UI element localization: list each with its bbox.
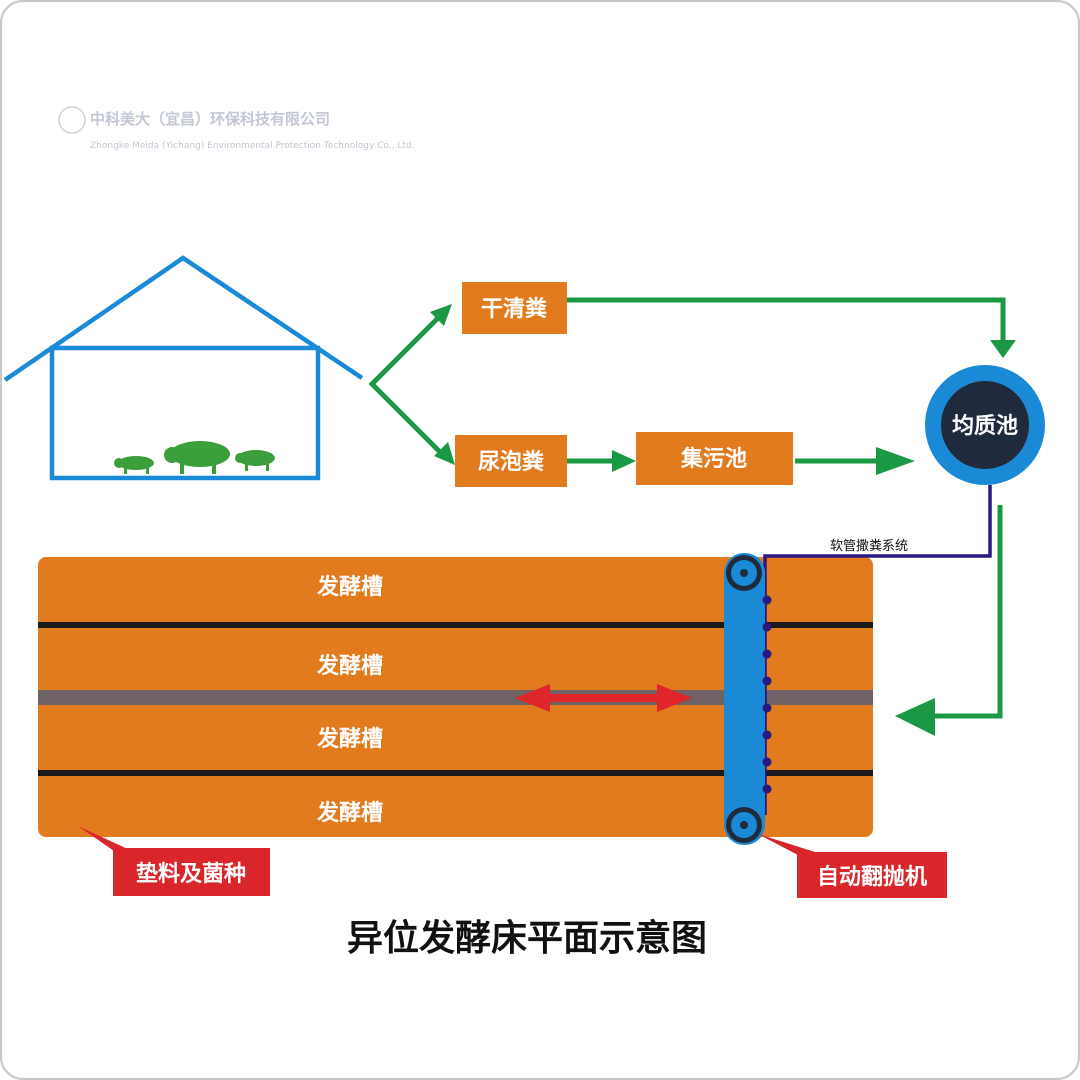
watermark: 中科美大（宜昌）环保科技有限公司 Zhongke Meida (Yichang)…	[58, 106, 414, 151]
bedding-label: 垫料及菌种	[136, 861, 246, 887]
nozzle-dot	[762, 703, 772, 713]
watermark-logo-icon	[58, 106, 86, 134]
fermentation-bed: 发酵槽 发酵槽 发酵槽 发酵槽	[38, 557, 873, 837]
wheel-icon	[726, 555, 762, 591]
pig-house	[3, 255, 364, 481]
dry-manure-label: 干清粪	[481, 296, 547, 322]
nozzle-dots	[762, 595, 772, 794]
box-dry-manure: 干清粪	[462, 282, 567, 334]
nozzle-dot	[762, 757, 772, 767]
homogenizing-pool: 均质池	[925, 365, 1045, 485]
collection-pool-label: 集污池	[680, 446, 747, 472]
soaked-manure-label: 尿泡粪	[478, 449, 544, 475]
watermark-en: Zhongke Meida (Yichang) Environmental Pr…	[90, 141, 414, 151]
turner-callout: 自动翻抛机	[758, 834, 947, 898]
tank-label: 发酵槽	[316, 653, 383, 679]
nozzle-dot	[762, 730, 772, 740]
nozzle-dot	[762, 595, 772, 605]
turner-label: 自动翻抛机	[817, 864, 927, 890]
flow-arrows	[368, 297, 1006, 719]
tank-label: 发酵槽	[316, 574, 383, 600]
wheel-icon	[726, 807, 762, 843]
tank-label: 发酵槽	[316, 726, 383, 752]
bedding-callout: 垫料及菌种	[78, 826, 270, 896]
nozzle-dot	[762, 784, 772, 794]
pigs-icon	[114, 441, 275, 474]
diagram-title: 异位发酵床平面示意图	[347, 918, 707, 959]
nozzle-dot	[762, 676, 772, 686]
tank-label: 发酵槽	[316, 800, 383, 826]
box-collection-pool: 集污池	[636, 432, 793, 485]
homogenizing-pool-label: 均质池	[952, 413, 1018, 439]
nozzle-dot	[762, 649, 772, 659]
turner-machine	[724, 553, 765, 845]
box-soaked-manure: 尿泡粪	[455, 435, 567, 487]
double-arrow-icon	[515, 684, 692, 712]
arrow-heads	[430, 304, 1016, 736]
hose-system-label: 软管撒粪系统	[830, 538, 908, 554]
nozzle-dot	[762, 622, 772, 632]
watermark-cn: 中科美大（宜昌）环保科技有限公司	[90, 110, 330, 128]
